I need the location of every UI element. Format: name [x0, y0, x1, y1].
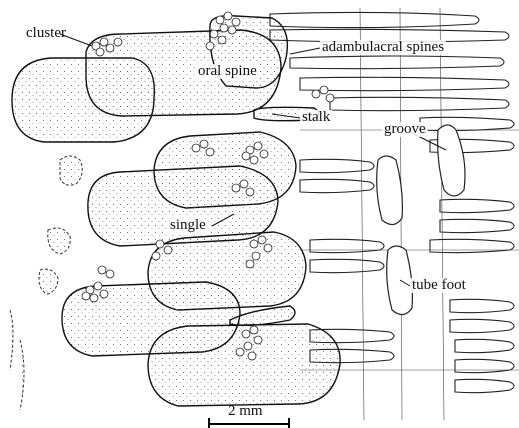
loose-plates — [10, 156, 82, 410]
label-adambulacral-spines: adambulacral spines — [320, 40, 446, 55]
label-groove: groove — [382, 122, 428, 137]
scale-bar — [208, 418, 290, 428]
oral-spines — [12, 16, 340, 406]
scale-bar-label: 2 mm — [226, 404, 265, 419]
label-stalk: stalk — [300, 110, 332, 125]
label-tube-foot: tube foot — [410, 278, 468, 293]
label-cluster: cluster — [24, 26, 68, 41]
label-oral-spine: oral spine — [196, 64, 259, 79]
label-single: single — [168, 218, 208, 233]
